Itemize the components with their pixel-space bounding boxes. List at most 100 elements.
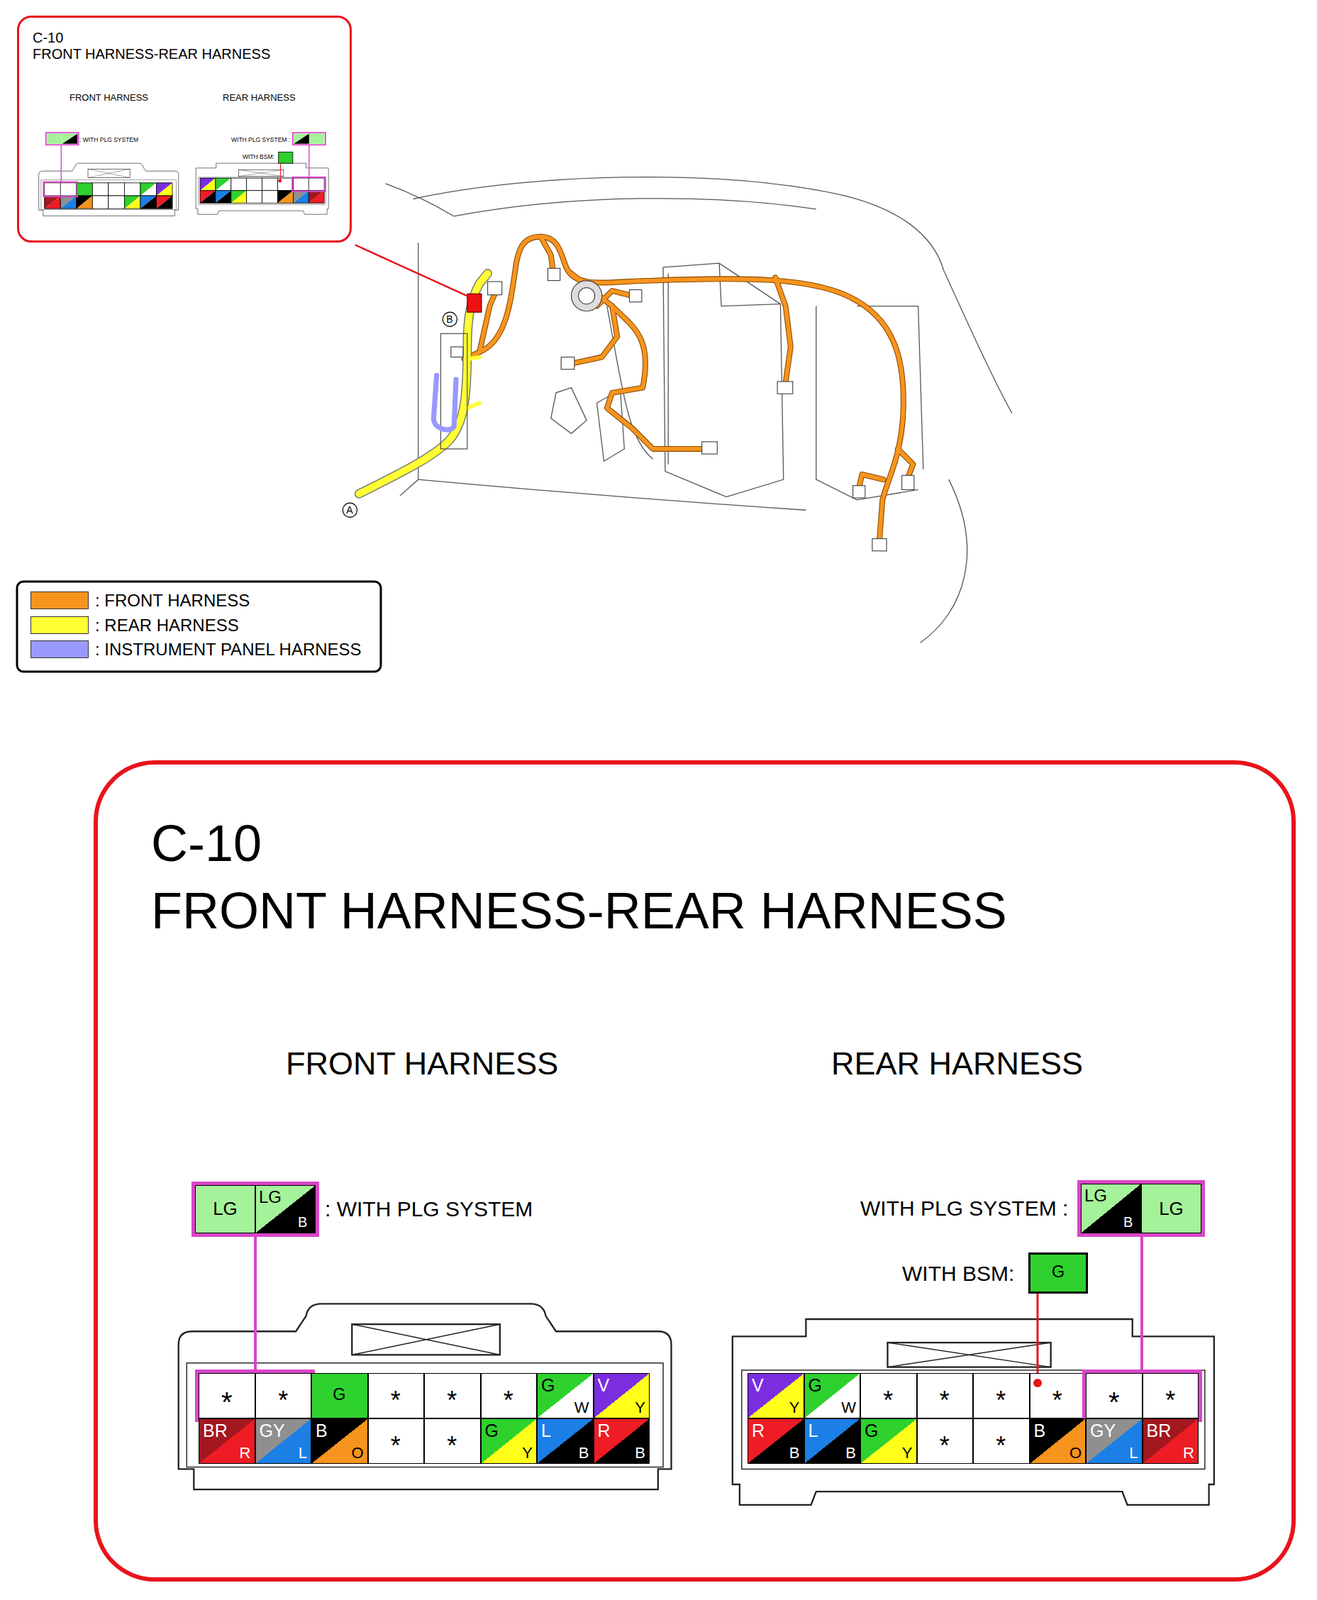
front-harness bbox=[775, 277, 791, 383]
connector-housing bbox=[351, 1324, 500, 1355]
wire-color-code: * bbox=[1030, 1387, 1086, 1414]
inset-pin bbox=[199, 178, 216, 191]
junction-block bbox=[451, 346, 464, 357]
inset-pin bbox=[262, 190, 279, 204]
pin-mark: * bbox=[198, 1387, 256, 1417]
inset-pin bbox=[246, 190, 263, 204]
inset-pin bbox=[156, 182, 174, 196]
pin-cell: * bbox=[917, 1373, 974, 1419]
pin-cell: LB bbox=[804, 1418, 861, 1464]
legend-swatch bbox=[30, 640, 89, 659]
heading-text: WITH BSM: bbox=[242, 153, 275, 161]
front-harness bbox=[597, 290, 633, 307]
heading-text: C-10 bbox=[32, 30, 64, 45]
inset-pin bbox=[156, 182, 174, 196]
note-text: WITH BSM: bbox=[902, 1263, 1015, 1285]
inset-pin bbox=[308, 190, 325, 204]
wire-color-code: R bbox=[239, 1445, 252, 1461]
note-text: LG bbox=[258, 1188, 282, 1206]
wire-color-code: V bbox=[751, 1376, 764, 1395]
pin-cell: GY bbox=[480, 1418, 538, 1464]
wire-color-code: L bbox=[808, 1421, 819, 1440]
inset-notes bbox=[46, 132, 79, 145]
note-text: WITH PLG SYSTEM : bbox=[860, 1197, 1069, 1220]
inset-pin bbox=[215, 178, 232, 191]
vehicle-outline bbox=[943, 270, 1013, 413]
inset-pin bbox=[292, 190, 309, 204]
wire-color-code: L bbox=[1129, 1445, 1138, 1461]
legend-item: : INSTRUMENT PANEL HARNESS bbox=[30, 640, 371, 659]
connector-housing bbox=[741, 1370, 1205, 1470]
front-harness bbox=[464, 236, 904, 542]
wire-lead bbox=[253, 1236, 257, 1370]
pin-mark: * bbox=[1142, 1387, 1200, 1414]
legend-swatch bbox=[30, 591, 89, 610]
connector-card: C-10FRONT HARNESS-REAR HARNESSFRONT HARN… bbox=[93, 760, 1296, 1582]
note-text: LG bbox=[1084, 1187, 1108, 1205]
illustration-group bbox=[39, 132, 1215, 1505]
wire-color-code: L bbox=[541, 1421, 552, 1440]
callout-circle bbox=[342, 502, 357, 518]
legend-swatch bbox=[30, 616, 89, 635]
inset-pin bbox=[60, 182, 61, 196]
inset-pin bbox=[215, 190, 232, 204]
wire-color-code: * bbox=[917, 1387, 973, 1414]
heading-text: WITH PLG SYSTEM : bbox=[231, 136, 291, 144]
pin-cell: BRR bbox=[198, 1418, 256, 1464]
wire-color-code: O bbox=[1069, 1445, 1082, 1461]
callout-circle bbox=[442, 312, 457, 327]
inset-notes bbox=[308, 144, 310, 177]
pin-cell: GW bbox=[804, 1373, 861, 1419]
pin-cell: * bbox=[480, 1373, 538, 1419]
pin-mark: * bbox=[255, 1387, 313, 1414]
pin-mark: * bbox=[1085, 1387, 1143, 1417]
inset-notes bbox=[293, 133, 310, 144]
wire-color-code: O bbox=[351, 1445, 364, 1461]
instrument-panel-harness bbox=[433, 375, 457, 430]
inset-notes bbox=[278, 151, 293, 164]
rear-harness bbox=[467, 356, 480, 408]
note-text: G bbox=[1028, 1263, 1088, 1281]
inset-notes bbox=[309, 133, 325, 144]
plg-note: LGLGB: WITH PLG SYSTEM bbox=[191, 1181, 539, 1237]
inset-pin bbox=[156, 195, 174, 209]
inset-pins bbox=[199, 177, 325, 203]
front-harness bbox=[571, 273, 618, 364]
legend-text: : INSTRUMENT PANEL HARNESS bbox=[95, 641, 362, 659]
inset-pin bbox=[92, 182, 109, 196]
inset-pin bbox=[277, 178, 293, 191]
inset-pin bbox=[199, 178, 216, 191]
wire-color-code: W bbox=[841, 1399, 857, 1416]
splice-dot bbox=[1033, 1378, 1042, 1388]
inset-pin-group bbox=[43, 182, 78, 198]
heading-text: FRONT HARNESS bbox=[285, 1047, 559, 1080]
inset-pin bbox=[124, 195, 141, 209]
inset-pin bbox=[156, 182, 174, 196]
pin-cell: RB bbox=[593, 1418, 651, 1464]
inset-pin bbox=[44, 195, 61, 209]
callout-line bbox=[355, 244, 470, 297]
wire-color-code: * bbox=[973, 1433, 1029, 1459]
bsm-note: WITH BSM: G bbox=[902, 1252, 1088, 1294]
wire-color-code: B bbox=[634, 1445, 646, 1461]
inset-pin bbox=[140, 182, 157, 196]
vehicle-outline bbox=[399, 242, 419, 496]
wire-color-code: * bbox=[917, 1433, 973, 1459]
pin-group: ** bbox=[1082, 1369, 1203, 1422]
inset-pin bbox=[124, 195, 141, 209]
wire-color-code: * bbox=[368, 1387, 424, 1414]
connector-housing bbox=[887, 1342, 1051, 1368]
connector-housing bbox=[178, 1303, 672, 1490]
pin-cell: LB bbox=[536, 1418, 594, 1464]
heading-text: : WITH PLG SYSTEM bbox=[79, 136, 139, 144]
vehicle-outline bbox=[385, 177, 1013, 644]
legend-item: : FRONT HARNESS bbox=[30, 591, 371, 610]
inset-pin bbox=[60, 195, 77, 209]
inset-pin bbox=[124, 182, 141, 196]
note-text: LG bbox=[1141, 1199, 1202, 1218]
harness-connectors bbox=[487, 281, 503, 296]
inset-pin bbox=[140, 195, 157, 209]
harness-connectors bbox=[547, 268, 560, 281]
